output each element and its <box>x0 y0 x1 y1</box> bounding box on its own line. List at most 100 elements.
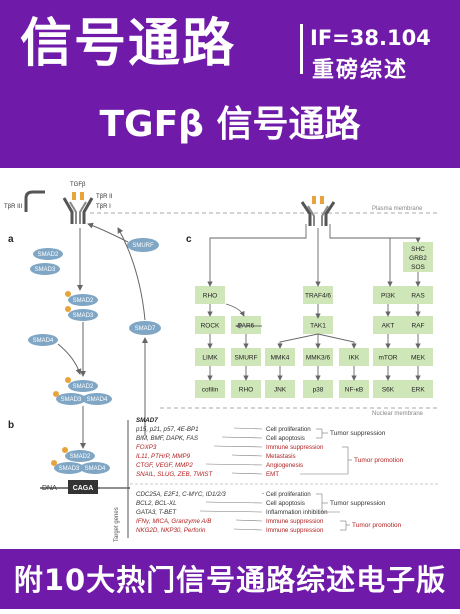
node-label-limk: LIMK <box>202 355 218 362</box>
outcome-tumor-suppression-1: Tumor suppression <box>330 430 386 437</box>
node-box-erk <box>403 380 433 398</box>
node-box-cofilin <box>195 380 225 398</box>
node-box-tak1 <box>303 316 333 334</box>
plasma-membrane-label: Plasma membrane <box>372 206 423 212</box>
phospho-dots <box>51 291 71 466</box>
panel-a-label: a <box>8 234 14 245</box>
target-gene-5: CTGF, VEGF, MMP2 <box>136 462 193 469</box>
node-box-mtor <box>373 348 403 366</box>
smad2-complex-label: SMAD2 <box>73 384 94 390</box>
node-label-erk: ERK <box>411 387 425 394</box>
node-box-rho2 <box>231 380 261 398</box>
effect-6: Cell proliferation <box>266 491 311 498</box>
smad4-label: SMAD4 <box>33 338 54 344</box>
node-label-rho1: RHO <box>203 293 217 300</box>
node-box-mmk36 <box>303 348 333 366</box>
node-box-mek <box>403 348 433 366</box>
node-label-jnk: JNK <box>274 387 287 394</box>
tbr2-label: TβR II <box>96 194 113 200</box>
node-label-nfkb: NF-κB <box>345 387 363 394</box>
node-label-mmk4: MMK4 <box>271 355 290 362</box>
node-box-ras <box>403 286 433 304</box>
review-label: 重磅综述 <box>312 58 409 83</box>
smad7-label: SMAD7 <box>135 326 156 332</box>
effect-7: Cell apoptosis <box>266 500 305 507</box>
node-label-rock: ROCK <box>201 323 220 330</box>
node-box-ikk <box>339 348 369 366</box>
smad3-complex-label: SMAD3 <box>61 397 82 403</box>
node-box-shc-grb2-sos <box>403 242 433 272</box>
panel-c-arrows <box>207 224 421 381</box>
non-smad-pathway-nodes: RHOROCKLIMKcofilinPAR6SMURFRHOTRAF4/6TAK… <box>195 242 433 398</box>
caga-label: CAGA <box>73 485 94 492</box>
page-subtitle: TGFβ 信号通路 <box>99 104 361 145</box>
node-box-akt <box>373 316 403 334</box>
title-divider <box>300 24 303 74</box>
receptor-complex-left <box>62 192 94 224</box>
target-gene-10: IFNγ, MICA, Granzyme A/B <box>136 518 211 525</box>
target-genes-label: Target genes <box>114 507 120 542</box>
smurf-label: SMURF <box>132 243 154 249</box>
node-box-mmk4 <box>265 348 295 366</box>
smad4-nuclear-label: SMAD4 <box>85 466 106 472</box>
smad-ovals <box>28 238 161 474</box>
target-gene-9: GATA3, T-BET <box>136 509 177 516</box>
node-label-raf: RAF <box>412 323 425 330</box>
node-box-jnk <box>265 380 295 398</box>
effect-9: Immune suppression <box>266 518 324 525</box>
node-box-rho1 <box>195 286 225 304</box>
smad3-phospho-label: SMAD3 <box>73 313 94 319</box>
target-gene-0: SMAD7 <box>136 417 158 424</box>
smad4-complex-label: SMAD4 <box>87 397 108 403</box>
node-box-rock <box>195 316 225 334</box>
node-box-p38 <box>303 380 333 398</box>
node-label-pi3k: PI3K <box>381 293 396 300</box>
effect-4: Angiogenesis <box>266 462 303 469</box>
caga-box <box>68 480 98 494</box>
node-label-ras: RAS <box>411 293 425 300</box>
node-label-ikk: IKK <box>349 355 360 362</box>
node-label-tak1: TAK1 <box>310 323 326 330</box>
effect-5: EMT <box>266 471 279 478</box>
smad2-phospho-label: SMAD2 <box>73 298 94 304</box>
tgfb-pathway-diagram: Plasma membrane Nuclear membrane TβR II I… <box>0 168 460 548</box>
nuclear-membrane-label: Nuclear membrane <box>372 411 424 417</box>
node-label-sos: SOS <box>411 264 425 271</box>
smad3-nuclear-label: SMAD3 <box>59 466 80 472</box>
node-label-akt: AKT <box>382 323 395 330</box>
outcome-tumor-promotion-1: Tumor promotion <box>354 457 404 464</box>
dna-label: DNA <box>42 485 57 492</box>
page-title: 信号通路 <box>20 14 237 74</box>
node-box-nfkb <box>339 380 369 398</box>
node-label-mtor: mTOR <box>378 355 397 362</box>
impact-factor-label: IF=38.104 <box>310 26 431 50</box>
panel-c-label: c <box>186 234 192 245</box>
smad2-label: SMAD2 <box>38 252 59 258</box>
effect-2: Immune suppression <box>266 444 324 451</box>
header-banner <box>0 0 460 168</box>
target-gene-2: BIM, BMF, DAPK, FAS <box>136 435 199 442</box>
effect-1: Cell apoptosis <box>266 435 305 442</box>
node-box-smurf2 <box>231 348 261 366</box>
tbr1-label: TβR I <box>96 204 111 210</box>
node-label-mek: MEK <box>411 355 426 362</box>
panel-b-label: b <box>8 420 14 431</box>
target-gene-11: NKG2D, NKP30, Perforin <box>136 527 206 534</box>
node-box-par6 <box>231 316 261 334</box>
node-box-s6k <box>373 380 403 398</box>
node-box-limk <box>195 348 225 366</box>
node-label-mmk36: MMK3/6 <box>306 355 331 362</box>
panel-a-arrows <box>57 222 148 449</box>
node-label-s6k: S6K <box>382 387 395 394</box>
target-gene-6: SNAIL, SLUG, ZEB, TWIST <box>136 471 214 478</box>
tgfb-label: TGFβ <box>70 182 86 188</box>
target-gene-3: FOXP3 <box>136 444 157 451</box>
node-label-p38: p38 <box>313 387 324 394</box>
node-label-rho2: RHO <box>239 387 253 394</box>
outcome-tumor-promotion-2: Tumor promotion <box>352 522 402 529</box>
node-label-traf: TRAF4/6 <box>305 293 331 300</box>
node-label-grb2: GRB2 <box>409 255 427 262</box>
effect-3: Metastasis <box>266 453 296 460</box>
